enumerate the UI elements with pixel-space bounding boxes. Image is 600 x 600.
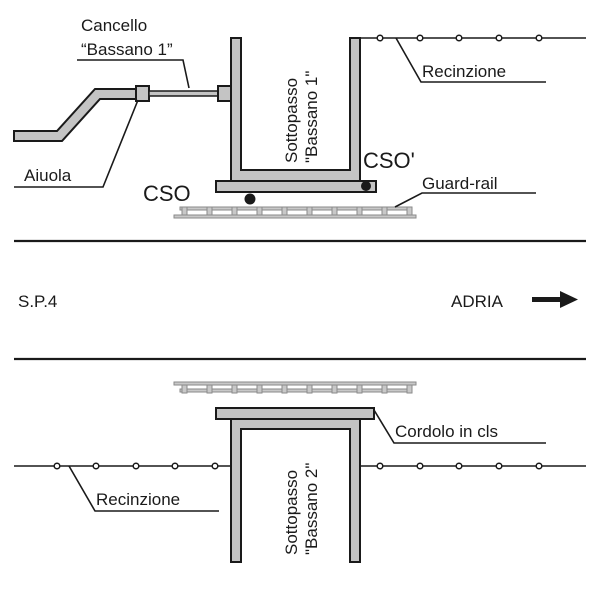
guardrail-post — [181, 206, 188, 216]
gate-leader-line — [77, 59, 190, 89]
fence-post — [171, 462, 179, 470]
fence-bottom-leader-line — [68, 465, 219, 512]
arrow-right-icon — [532, 291, 578, 308]
guardrail-bottom — [173, 381, 417, 394]
fence-post — [92, 462, 100, 470]
direction-label: ADRIA — [451, 292, 504, 311]
fence-post — [455, 462, 463, 470]
fence-post — [53, 462, 61, 470]
fence-top-posts — [376, 34, 543, 42]
cso-point — [244, 193, 256, 205]
underpass-1-curb — [215, 180, 377, 193]
gate-label-line1: Cancello — [81, 16, 147, 35]
guardrail-post — [381, 384, 388, 394]
guardrail-post — [306, 384, 313, 394]
underpass-2-label-line1: Sottopasso — [282, 470, 301, 555]
fence-bottom-posts — [53, 462, 543, 470]
guardrail-post — [356, 206, 363, 216]
fence-post — [132, 462, 140, 470]
guardrail-post — [306, 206, 313, 216]
guardrail-post — [231, 384, 238, 394]
underpass-1-label-line2: "Bassano 1" — [302, 71, 321, 163]
guardrail-post — [256, 206, 263, 216]
fence-post — [416, 34, 424, 42]
guardrail-post — [281, 206, 288, 216]
fence-post — [495, 462, 503, 470]
flowerbed-label: Aiuola — [24, 166, 72, 185]
underpass-1-label-line1: Sottopasso — [282, 78, 301, 163]
guardrail-post — [206, 206, 213, 216]
fence-post — [376, 34, 384, 42]
fence-post — [455, 34, 463, 42]
guardrail-post — [406, 206, 413, 216]
fence-post — [376, 462, 384, 470]
fence-post — [211, 462, 219, 470]
guardrail-label: Guard-rail — [422, 174, 498, 193]
fence-bottom-label: Recinzione — [96, 490, 180, 509]
fence-post — [495, 34, 503, 42]
cso-prime-label: CSO' — [363, 148, 415, 173]
guardrail-top — [173, 206, 417, 219]
guardrail-post — [231, 206, 238, 216]
guardrail-post — [406, 384, 413, 394]
gate — [135, 85, 232, 102]
guardrail-post — [206, 384, 213, 394]
curb-leader-line — [373, 409, 546, 444]
fence-top-leader-line — [395, 37, 546, 83]
guardrail-leader-line — [394, 192, 536, 208]
guardrail-post — [181, 384, 188, 394]
flowerbed-curb — [13, 88, 138, 142]
cso-label: CSO — [143, 181, 191, 206]
guardrail-post — [331, 206, 338, 216]
underpass-2-label-line2: "Bassano 2" — [302, 463, 321, 555]
fence-post — [416, 462, 424, 470]
fence-top-label: Recinzione — [422, 62, 506, 81]
underpass-2-curb — [215, 407, 375, 420]
fence-post — [535, 34, 543, 42]
gate-label-line2: “Bassano 1” — [81, 40, 173, 59]
guardrail-post — [381, 206, 388, 216]
curb-label: Cordolo in cls — [395, 422, 498, 441]
fence-post — [535, 462, 543, 470]
guardrail-post — [356, 384, 363, 394]
guardrail-post — [281, 384, 288, 394]
guardrail-post — [256, 384, 263, 394]
flowerbed-leader-line — [14, 99, 139, 188]
guardrail-post — [331, 384, 338, 394]
road-name-label: S.P.4 — [18, 292, 57, 311]
cso-prime-point — [361, 181, 371, 191]
